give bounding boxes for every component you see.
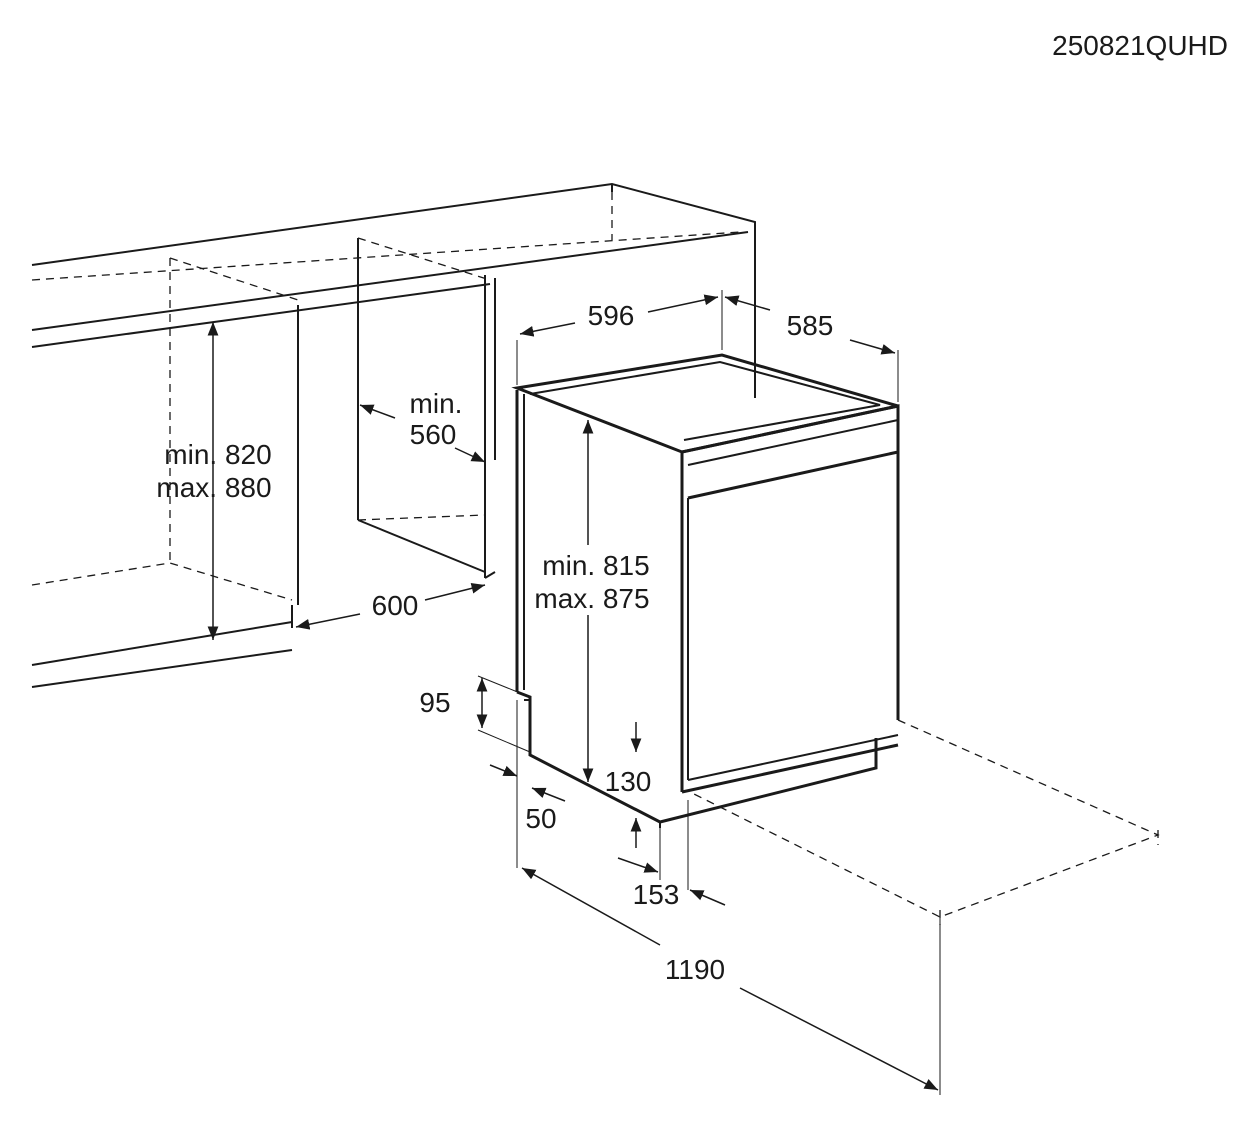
plinth-height-label: 95 [419,687,450,718]
total-depth-label: 1190 [665,954,725,985]
left-cabinet [31,257,299,688]
foot-height-label: 130 [605,766,652,797]
dim-plinth-height [476,675,531,753]
niche-width-min-label: min. [410,388,463,419]
niche-width-value-label: 560 [410,419,457,450]
niche [357,237,491,573]
dishwasher [511,353,900,828]
floor-outline [689,719,1160,925]
cabinet-height-max-label: max. 880 [156,472,271,503]
plinth-recess-label: 50 [525,803,556,834]
cabinet-height-min-label: min. 820 [164,439,271,470]
niche-side-panel [484,275,496,579]
niche-depth-label: 600 [372,590,419,621]
appliance-depth-label: 585 [787,310,834,341]
appliance-height-max-label: max. 875 [534,583,649,614]
dim-appliance-depth [724,295,899,402]
dim-niche-depth [295,583,486,630]
door-offset-label: 153 [633,879,680,910]
dim-door-offset [617,800,726,906]
model-code: 250821QUHD [1052,30,1228,61]
dim-niche-width [359,404,486,463]
dim-appliance-width [516,290,723,385]
worktop [31,182,756,398]
dim-total-depth [521,867,941,1095]
appliance-height-min-label: min. 815 [542,550,649,581]
appliance-width-label: 596 [588,300,635,331]
dim-plinth-recess [489,700,566,868]
